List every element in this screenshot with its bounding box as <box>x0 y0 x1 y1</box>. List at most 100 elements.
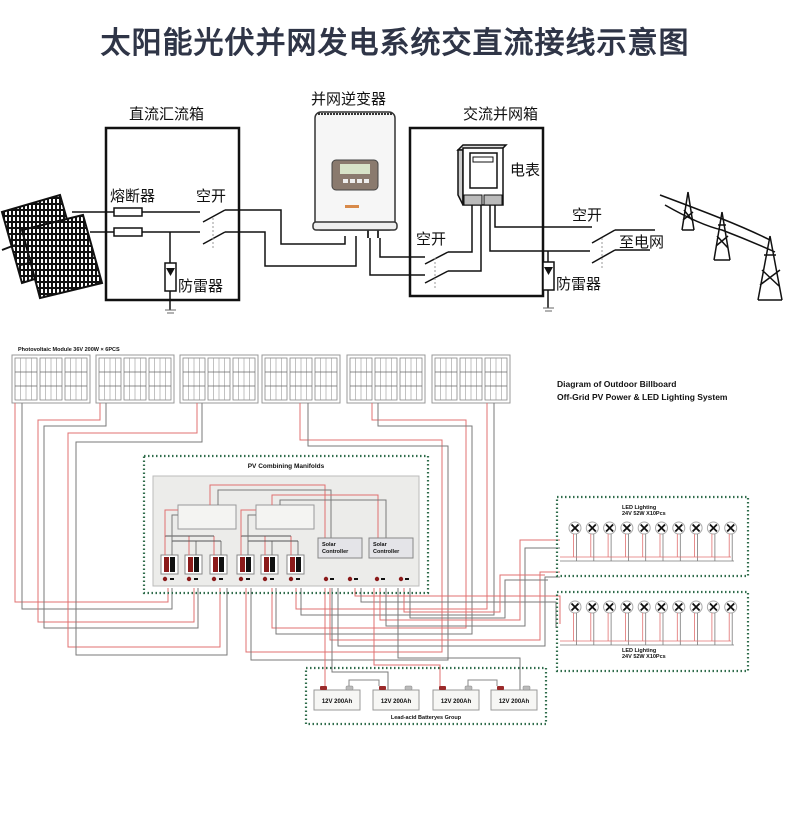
grid-tie-diagram: 直流汇流箱 熔断器 空开 防雷器 <box>0 90 783 314</box>
surge-protector-label-ac: 防雷器 <box>556 275 601 293</box>
negative-wire <box>331 588 389 690</box>
positive-wire <box>403 574 545 613</box>
positive-wire <box>245 403 443 653</box>
battery-icon: 12V 200Ah <box>313 685 361 711</box>
fuse-label: 熔断器 <box>110 187 155 205</box>
electric-meter-icon <box>456 144 508 206</box>
negative-wire <box>337 576 560 647</box>
solar-controller-label: Controller <box>322 549 349 555</box>
battery-label: 12V 200Ah <box>322 699 353 705</box>
led-lamp-icon <box>568 600 582 645</box>
diagram-title-line2: Off-Grid PV Power & LED Lighting System <box>557 392 728 402</box>
led-lamp-icon <box>568 521 582 561</box>
battery-icon: 12V 200Ah <box>372 685 420 711</box>
led-lamp-icon <box>603 600 617 645</box>
battery-positive-terminal <box>320 686 327 690</box>
breaker-switch-icon <box>202 209 226 248</box>
breaker-switch-icon <box>424 251 449 290</box>
wiring-harness <box>14 403 561 690</box>
solar-controller-label: Solar <box>373 542 388 548</box>
negative-wire <box>21 403 173 610</box>
battery-label: 12V 200Ah <box>441 699 472 705</box>
led-lamp-icon <box>724 521 738 561</box>
diagram-title-line1: Diagram of Outdoor Billboard <box>557 379 676 389</box>
negative-wire <box>397 588 521 690</box>
led-lamp-icon <box>672 600 686 645</box>
positive-wire <box>14 403 169 603</box>
positive-wire <box>271 403 467 629</box>
battery-negative-terminal <box>464 685 473 691</box>
negative-wire <box>360 588 557 628</box>
busbar-block <box>255 504 315 530</box>
dc-breaker-icon <box>286 536 305 582</box>
led-lamp-icon <box>706 521 720 561</box>
battery-positive-terminal <box>379 686 386 690</box>
led-lamp-icon <box>689 521 703 561</box>
led-lamp-icon <box>637 521 651 561</box>
led-lamp-icon <box>637 600 651 645</box>
ac-grid-box-label: 交流并网箱 <box>463 105 538 123</box>
led-lamp-icon <box>724 600 738 645</box>
breaker-out-label: 空开 <box>572 206 602 224</box>
dc-breaker-icon <box>260 536 279 582</box>
fuse-icon <box>113 227 143 237</box>
terminal-negative-icon <box>330 578 334 580</box>
solar-controller-label: Solar <box>322 542 337 548</box>
led-lamp-icon <box>603 521 617 561</box>
led-lamp-icon <box>655 600 668 645</box>
negative-wire <box>43 403 199 629</box>
transmission-tower-icon <box>659 191 783 301</box>
terminal-positive-icon <box>398 576 404 582</box>
dc-breaker-icon <box>184 536 203 582</box>
pv-module-icon <box>179 354 259 404</box>
dc-breaker-icon <box>209 536 228 582</box>
battery-link-wire <box>348 679 380 686</box>
led-lamp-icon <box>620 600 634 645</box>
led-lamp-icon <box>585 600 599 645</box>
fuse-icon <box>113 207 143 217</box>
led-group-spec: 24V 52W X10Pcs <box>622 511 666 517</box>
battery-label: 12V 200Ah <box>499 699 530 705</box>
dc-combiner-box: 直流汇流箱 熔断器 空开 防雷器 <box>72 105 357 314</box>
battery-positive-terminal <box>497 686 504 690</box>
meter-label: 电表 <box>510 161 540 179</box>
positive-wire <box>67 403 221 648</box>
ground-icon <box>543 307 554 312</box>
off-grid-diagram: Photovoltaic Module 36V 200W × 6PCS Diag… <box>11 347 750 726</box>
led-lamp-icon <box>672 521 686 561</box>
surge-protector-label: 防雷器 <box>178 277 223 295</box>
battery-link-wire <box>467 679 498 686</box>
negative-wire <box>250 403 449 661</box>
surge-protector-icon <box>542 261 555 291</box>
pv-module-icon <box>346 354 426 404</box>
inverter-label: 并网逆变器 <box>311 90 386 108</box>
terminal-positive-icon <box>347 576 353 582</box>
pv-module-icon <box>431 354 511 404</box>
battery-negative-terminal <box>522 685 531 691</box>
negative-wire <box>409 579 548 619</box>
battery-icon: 12V 200Ah <box>432 685 480 711</box>
terminal-positive-icon <box>323 576 329 582</box>
led-group-spec: 24V 52W X10Pcs <box>622 654 666 660</box>
inverter: 并网逆变器 <box>311 90 425 276</box>
pv-combining-manifolds: PV Combining Manifolds SolarControllerSo… <box>142 454 430 595</box>
pv-module-icon <box>261 354 341 404</box>
negative-wire <box>385 547 560 627</box>
terminal-negative-icon <box>405 578 409 580</box>
pv-module-icon <box>95 354 175 404</box>
manifold-group-border <box>142 454 430 595</box>
positive-wire <box>329 571 560 641</box>
led-lamp-icon <box>655 521 668 561</box>
led-group-label: LED Lighting <box>622 648 656 654</box>
battery-icon: 12V 200Ah <box>490 685 538 711</box>
solar-controller-label: Controller <box>373 549 400 555</box>
ground-icon <box>165 309 176 314</box>
dc-combiner-box-label: 直流汇流箱 <box>129 105 204 123</box>
busbar-block <box>177 504 237 530</box>
